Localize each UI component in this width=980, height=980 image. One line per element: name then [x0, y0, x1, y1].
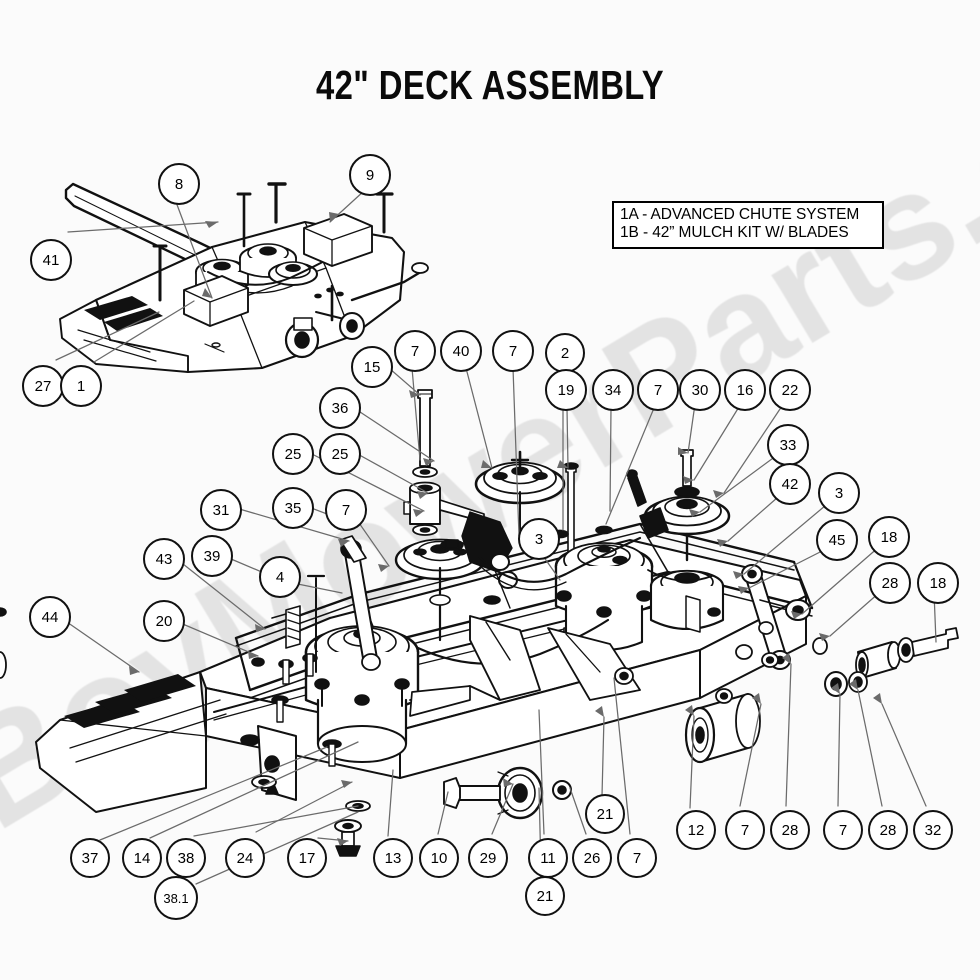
callout-4[interactable]: 4: [259, 556, 301, 598]
callout-10[interactable]: 10: [419, 838, 459, 878]
callout-7[interactable]: 7: [394, 330, 436, 372]
callout-19[interactable]: 19: [545, 369, 587, 411]
callout-28[interactable]: 28: [868, 810, 908, 850]
callout-40[interactable]: 40: [440, 330, 482, 372]
callout-3[interactable]: 3: [518, 518, 560, 560]
hardware-scatter: [240, 469, 779, 857]
callout-7[interactable]: 7: [823, 810, 863, 850]
callout-27[interactable]: 27: [22, 365, 64, 407]
callout-12[interactable]: 12: [676, 810, 716, 850]
callout-11[interactable]: 11: [528, 838, 568, 878]
callout-38[interactable]: 38: [166, 838, 206, 878]
legend-line-1b: 1B - 42” MULCH KIT W/ BLADES: [620, 224, 849, 242]
callout-25[interactable]: 25: [272, 433, 314, 475]
wheel-rear-right: [684, 693, 761, 764]
callout-21[interactable]: 21: [525, 876, 565, 916]
callout-7[interactable]: 7: [325, 489, 367, 531]
callout-7[interactable]: 7: [637, 369, 679, 411]
main-deck-exploded: [0, 389, 959, 857]
callout-21[interactable]: 21: [585, 794, 625, 834]
callout-7[interactable]: 7: [492, 330, 534, 372]
spring-left: [271, 605, 301, 649]
callout-8[interactable]: 8: [158, 163, 200, 205]
callout-7[interactable]: 7: [617, 838, 657, 878]
callout-32[interactable]: 32: [913, 810, 953, 850]
callout-15[interactable]: 15: [351, 346, 393, 388]
callout-33[interactable]: 33: [767, 424, 809, 466]
callout-16[interactable]: 16: [724, 369, 766, 411]
legend-box: 1A - ADVANCED CHUTE SYSTEM 1B - 42” MULC…: [612, 201, 884, 249]
callout-43[interactable]: 43: [143, 538, 185, 580]
callout-38.1[interactable]: 38.1: [154, 876, 198, 920]
callout-1[interactable]: 1: [60, 365, 102, 407]
upper-deck-assembly: [59, 182, 429, 374]
callout-18[interactable]: 18: [868, 516, 910, 558]
callout-31[interactable]: 31: [200, 489, 242, 531]
callout-20[interactable]: 20: [143, 600, 185, 642]
callout-9[interactable]: 9: [349, 154, 391, 196]
callout-34[interactable]: 34: [592, 369, 634, 411]
callout-30[interactable]: 30: [679, 369, 721, 411]
callout-28[interactable]: 28: [770, 810, 810, 850]
legend-line-1a: 1A - ADVANCED CHUTE SYSTEM: [620, 206, 860, 223]
callout-7[interactable]: 7: [725, 810, 765, 850]
callout-41[interactable]: 41: [30, 239, 72, 281]
callout-44[interactable]: 44: [29, 596, 71, 638]
callout-42[interactable]: 42: [769, 463, 811, 505]
callout-14[interactable]: 14: [122, 838, 162, 878]
callout-29[interactable]: 29: [468, 838, 508, 878]
callout-36[interactable]: 36: [319, 387, 361, 429]
callout-37[interactable]: 37: [70, 838, 110, 878]
callout-2[interactable]: 2: [545, 333, 585, 373]
callout-25[interactable]: 25: [319, 433, 361, 475]
bolt-stack-left: [403, 389, 518, 589]
callout-13[interactable]: 13: [373, 838, 413, 878]
callout-18[interactable]: 18: [917, 562, 959, 604]
roller-bushings: [0, 627, 959, 697]
callout-28[interactable]: 28: [869, 562, 911, 604]
callout-35[interactable]: 35: [272, 487, 314, 529]
callout-22[interactable]: 22: [769, 369, 811, 411]
callout-24[interactable]: 24: [225, 838, 265, 878]
spindle-center: [554, 542, 654, 651]
callout-3[interactable]: 3: [818, 472, 860, 514]
callout-17[interactable]: 17: [287, 838, 327, 878]
callout-26[interactable]: 26: [572, 838, 612, 878]
callout-39[interactable]: 39: [191, 535, 233, 577]
page-title: 42" DECK ASSEMBLY: [315, 62, 665, 108]
callout-45[interactable]: 45: [816, 519, 858, 561]
wheel-center: [443, 766, 572, 820]
